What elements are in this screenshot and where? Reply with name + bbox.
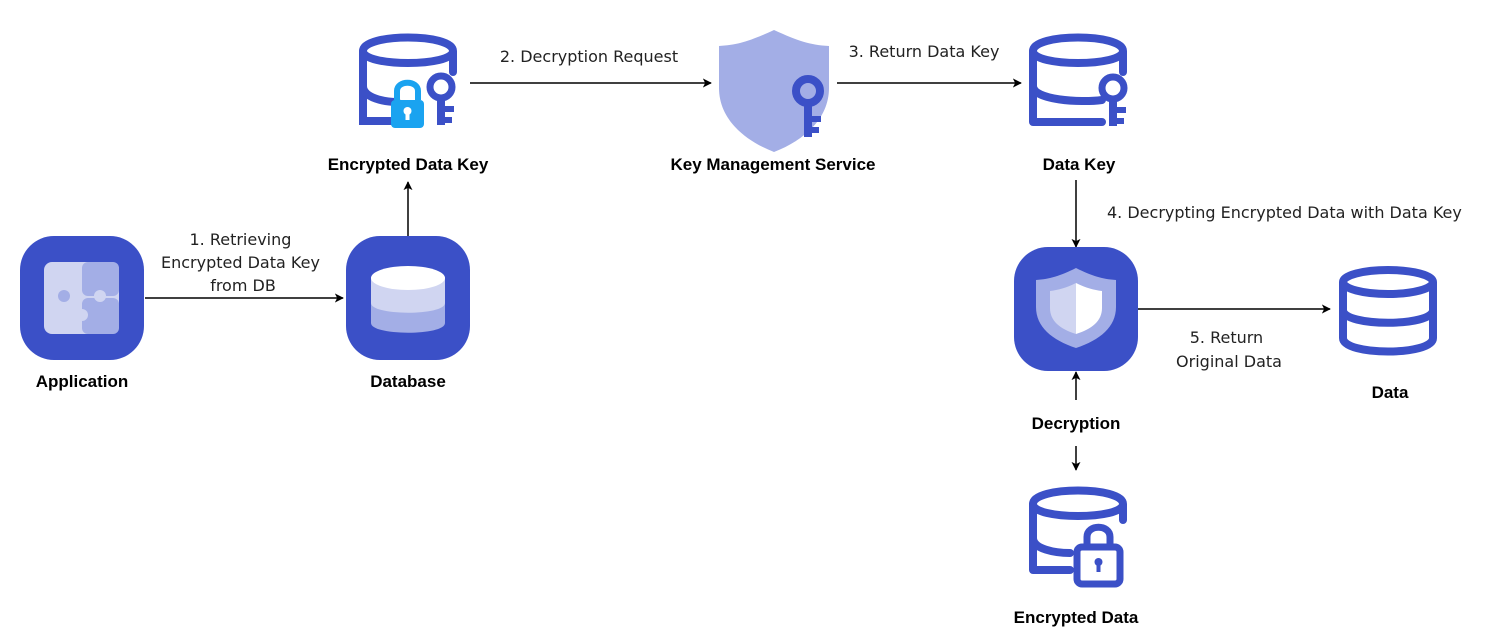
node-label-encrypted-data-key: Encrypted Data Key xyxy=(328,155,489,174)
node-database: Database xyxy=(346,236,470,391)
puzzle-icon xyxy=(20,236,144,360)
node-application: Application xyxy=(20,236,144,391)
node-label-encrypted-data: Encrypted Data xyxy=(1014,608,1139,627)
node-decryption: Decryption xyxy=(1014,247,1138,433)
database-lock-icon xyxy=(1029,486,1127,588)
shield-icon xyxy=(1014,247,1138,371)
edge-label-return-data-key: 3. Return Data Key xyxy=(849,42,1000,61)
node-label-database: Database xyxy=(370,372,446,391)
node-encrypted-data-key: Encrypted Data Key xyxy=(328,33,489,174)
edges xyxy=(145,78,1331,471)
database-key-icon xyxy=(1029,33,1128,126)
edge-label-retrieve: 1. Retrieving Encrypted Data Key from DB xyxy=(161,230,325,295)
node-label-decryption: Decryption xyxy=(1032,414,1121,433)
node-label-kms: Key Management Service xyxy=(670,155,875,174)
edge-label-decryption-request: 2. Decryption Request xyxy=(500,47,678,66)
shield-key-icon xyxy=(719,30,829,152)
edge-label-decrypting: 4. Decrypting Encrypted Data with Data K… xyxy=(1107,203,1462,222)
node-data-key: Data Key xyxy=(1029,33,1128,174)
node-label-application: Application xyxy=(36,372,129,391)
database-icon xyxy=(1339,266,1437,356)
node-data: Data xyxy=(1339,266,1437,402)
database-lock-key-icon xyxy=(358,33,457,128)
node-label-data: Data xyxy=(1372,383,1409,402)
node-kms: Key Management Service xyxy=(670,30,876,174)
node-label-data-key: Data Key xyxy=(1043,155,1116,174)
node-encrypted-data: Encrypted Data xyxy=(1014,486,1139,627)
database-icon xyxy=(346,236,470,360)
edge-label-return-original-data: 5. Return Original Data xyxy=(1176,328,1282,371)
